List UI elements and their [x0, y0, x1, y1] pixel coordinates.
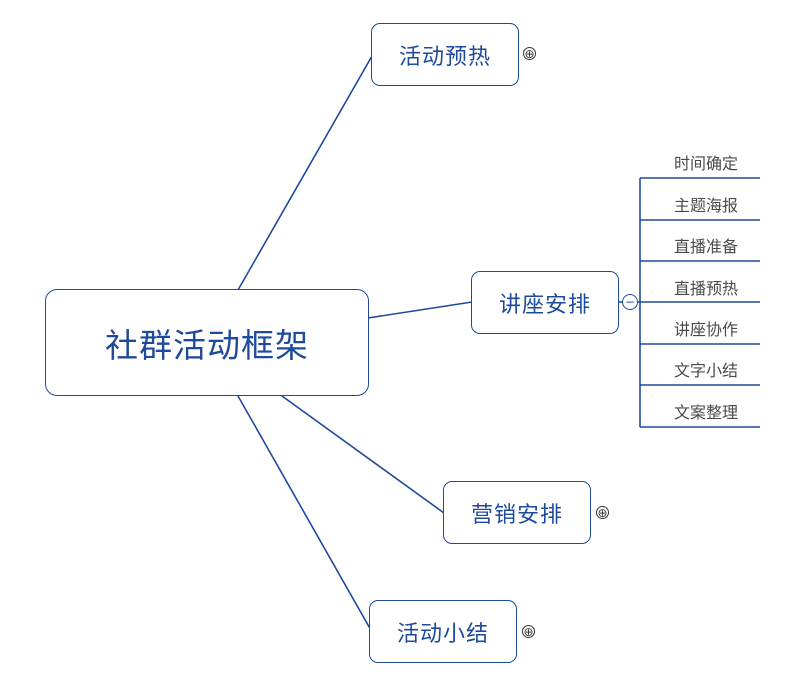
connector-root-lecture [367, 301, 473, 319]
branch-node-lecture[interactable]: 讲座安排 [471, 271, 619, 334]
branch-node-preheat[interactable]: 活动预热 [371, 23, 519, 86]
expand-marketing-icon[interactable]: ⊕ [596, 505, 609, 520]
connector-root-preheat [237, 55, 373, 291]
child-node-1[interactable]: 时间确定 [646, 150, 766, 174]
child-node-6[interactable]: 文字小结 [646, 357, 766, 381]
child-label-5: 讲座协作 [673, 320, 738, 339]
branch-label-lecture: 讲座安排 [498, 292, 591, 318]
child-node-7[interactable]: 文案整理 [646, 399, 766, 423]
root-node-label: 社群活动框架 [105, 325, 309, 365]
child-label-7: 文案整理 [673, 403, 738, 422]
root-node[interactable]: 社群活动框架 [45, 289, 369, 396]
branch-label-summary: 活动小结 [396, 621, 489, 647]
branch-node-summary[interactable]: 活动小结 [369, 600, 517, 663]
branch-node-marketing[interactable]: 营销安排 [443, 481, 591, 544]
child-label-2: 主题海报 [673, 196, 738, 215]
connector-root-marketing [281, 395, 445, 514]
branch-label-preheat: 活动预热 [398, 44, 491, 70]
collapse-lecture-icon[interactable]: − [622, 294, 638, 310]
child-node-4[interactable]: 直播预热 [646, 275, 766, 299]
child-node-2[interactable]: 主题海报 [646, 192, 766, 216]
expand-preheat-icon[interactable]: ⊕ [523, 46, 536, 61]
child-node-5[interactable]: 讲座协作 [646, 316, 766, 340]
child-label-1: 时间确定 [673, 154, 738, 173]
child-node-3[interactable]: 直播准备 [646, 233, 766, 257]
connector-root-summary [237, 395, 373, 633]
child-label-4: 直播预热 [673, 279, 738, 298]
child-label-3: 直播准备 [673, 237, 738, 256]
child-label-6: 文字小结 [673, 361, 738, 380]
expand-summary-icon[interactable]: ⊕ [522, 624, 535, 639]
branch-label-marketing: 营销安排 [470, 502, 563, 528]
